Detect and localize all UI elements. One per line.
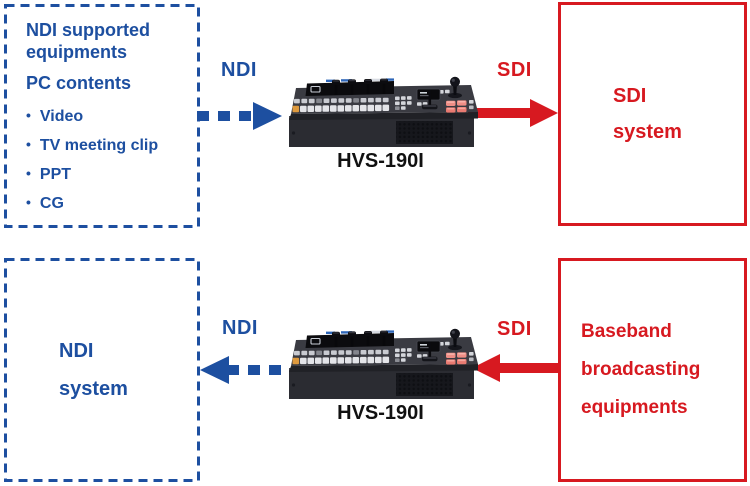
baseband-line3: equipments xyxy=(581,397,688,418)
ndi-signal-label: NDI xyxy=(222,317,258,339)
ndi-source-box: NDI supported equipments PC contents Vid… xyxy=(4,4,200,228)
hvs-190i-switcher-image xyxy=(278,76,483,154)
sdi-signal-label: SDI xyxy=(497,59,532,81)
ndi-system-line2: system xyxy=(59,378,128,400)
ndi-system-box: NDI system xyxy=(4,258,200,482)
sdi-solid-arrow-right-icon xyxy=(468,99,558,127)
baseband-line2: broadcasting xyxy=(581,359,701,380)
baseband-equipments-box: Baseband broadcasting equipments xyxy=(558,258,747,482)
hvs-190i-switcher-image xyxy=(278,328,483,406)
sdi-system-box: SDI system xyxy=(558,2,747,226)
list-item: TV meeting clip xyxy=(26,131,190,160)
list-item: CG xyxy=(26,189,190,218)
ndi-dashed-arrow-right-icon xyxy=(197,102,282,130)
source-box-subheading: PC contents xyxy=(26,73,132,93)
device-model-caption: HVS-190I xyxy=(337,402,424,424)
sdi-signal-label: SDI xyxy=(497,318,532,340)
baseband-line1: Baseband xyxy=(581,321,672,342)
source-content-list: Video TV meeting clip PPT CG xyxy=(26,102,190,218)
list-item: PPT xyxy=(26,160,190,189)
ndi-system-line1: NDI xyxy=(59,340,94,362)
ndi-signal-label: NDI xyxy=(221,59,257,81)
device-model-caption: HVS-190I xyxy=(337,150,424,172)
sdi-system-line1: SDI xyxy=(613,85,647,107)
sdi-system-line2: system xyxy=(613,121,682,143)
ndi-dashed-arrow-left-icon xyxy=(200,356,285,384)
list-item: Video xyxy=(26,102,190,131)
source-box-heading: NDI supported equipments xyxy=(26,20,150,62)
sdi-solid-arrow-left-icon xyxy=(472,354,558,382)
